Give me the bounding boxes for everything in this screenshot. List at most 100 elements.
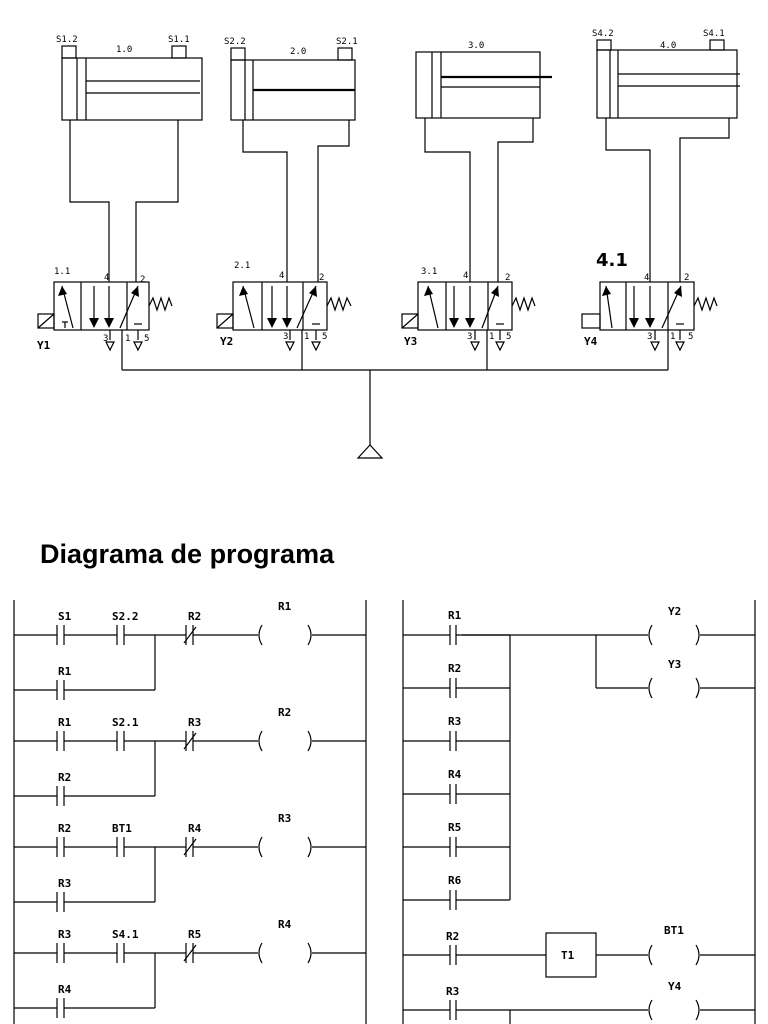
cylinder-2-right-sensor: S2.1 (336, 37, 358, 47)
ladder-right-contact: R4 (403, 768, 510, 804)
cylinder-1-label: 1.0 (116, 45, 132, 55)
valve-4-port-exhaust: 3 (647, 332, 652, 342)
valve-4-port-pressure: 1 (670, 332, 675, 342)
contact-label: R2 (448, 662, 461, 675)
valve-4-port-exhaust2: 5 (688, 332, 693, 342)
hold-contact-label: R3 (58, 877, 71, 890)
ladder-right-contact: R2 (403, 662, 510, 698)
coil-y2-left (648, 624, 653, 646)
contact-2-label: S2.2 (112, 610, 139, 623)
valve-1-label: 1.1 (54, 267, 70, 277)
cylinder-1-right-sensor: S1.1 (168, 35, 190, 45)
timer-coil-label: BT1 (664, 924, 684, 937)
contact-1-label: R3 (58, 928, 71, 941)
contact-label: R5 (448, 821, 461, 834)
cylinder-1: S1.2 S1.1 1.0 (56, 35, 203, 121)
valve-3-port-a: 4 (463, 271, 468, 281)
coil-y3-left (648, 677, 653, 699)
valve-2-solenoid: Y2 (220, 335, 233, 348)
tubing (69, 118, 730, 282)
valve-3-port-exhaust2: 5 (506, 332, 511, 342)
contact-label: R1 (448, 609, 462, 622)
valve-3: 3.1 4 2 3 1 5 Y3 (401, 267, 536, 370)
cylinder-1-left-sensor: S1.2 (56, 35, 78, 45)
ladder-right-contact: R3 (403, 715, 510, 751)
valve-4-label: 4.1 (596, 250, 628, 271)
ladder-right-contact: R5 (403, 821, 510, 857)
valve-4-port-a: 4 (644, 273, 649, 283)
contact-label: R6 (448, 874, 462, 887)
cylinder-2: S2.2 S2.1 2.0 (224, 37, 358, 121)
valve-1-port-exhaust2: 5 (144, 334, 149, 344)
contact-label: R3 (448, 715, 461, 728)
cylinder-2-left-sensor: S2.2 (224, 37, 246, 47)
valve-2-port-pressure: 1 (304, 332, 309, 342)
cylinder-4: S4.2 S4.1 4.0 (592, 29, 740, 119)
coil-label-y3: Y3 (668, 658, 681, 671)
valve-3-label: 3.1 (421, 267, 437, 277)
contact-2-label: S4.1 (112, 928, 139, 941)
supply-line (122, 369, 668, 459)
contact-2-label: BT1 (112, 822, 132, 835)
coil-y3-right (695, 677, 700, 699)
coil-label: R4 (278, 918, 292, 931)
contact-3-label: R5 (188, 928, 201, 941)
contact-1-label: S1 (58, 610, 72, 623)
valve-4-port-b: 2 (684, 273, 689, 283)
coil-label: R1 (278, 600, 292, 613)
valve-1-port-a: 4 (104, 273, 109, 283)
ladder-right-contact: R6 (403, 874, 510, 910)
contact-2-label: S2.1 (112, 716, 139, 729)
valve-3-solenoid: Y3 (404, 335, 417, 348)
valve-2-port-exhaust2: 5 (322, 332, 327, 342)
valve-2: 2.1 4 2 3 1 5 Y2 (216, 261, 352, 370)
coil-label-y2: Y2 (668, 605, 681, 618)
valve-2-port-b: 2 (319, 273, 324, 283)
valve-1-port-exhaust: 3 (103, 334, 108, 344)
cylinder-4-label: 4.0 (660, 41, 676, 51)
contact-3-label: R4 (188, 822, 202, 835)
last-contact-label: R3 (446, 985, 459, 998)
valve-1-port-pressure: 1 (125, 334, 130, 344)
timer-contact-label: R2 (446, 930, 459, 943)
valve-4-solenoid: Y4 (584, 335, 598, 348)
contact-3-label: R3 (188, 716, 201, 729)
hold-contact-label: R1 (58, 665, 72, 678)
valve-3-port-exhaust: 3 (467, 332, 472, 342)
contact-label: R4 (448, 768, 462, 781)
hold-contact-label: R2 (58, 771, 71, 784)
contact-1-label: R2 (58, 822, 71, 835)
page-title: Diagrama de programa (40, 539, 335, 569)
valve-2-label: 2.1 (234, 261, 250, 271)
valve-1: 1.1 4 2 3 1 5 Y1 (37, 267, 173, 370)
hold-contact-label: R4 (58, 983, 72, 996)
timer-label: T1 (561, 949, 575, 962)
valve-2-port-a: 4 (279, 271, 284, 281)
cylinder-4-left-sensor: S4.2 (592, 29, 614, 39)
valve-1-port-b: 2 (140, 275, 145, 285)
valve-3-port-pressure: 1 (489, 332, 494, 342)
cylinder-2-label: 2.0 (290, 47, 306, 57)
pressure-source-icon (356, 444, 384, 459)
valve-3-port-b: 2 (505, 273, 510, 283)
last-coil-label: Y4 (668, 980, 682, 993)
contact-1-label: R1 (58, 716, 72, 729)
ladder-right-contact: R1 (403, 609, 510, 645)
coil-y2-right (695, 624, 700, 646)
cylinder-3-label: 3.0 (468, 41, 484, 51)
valve-2-port-exhaust: 3 (283, 332, 288, 342)
valve-1-solenoid: Y1 (37, 339, 51, 352)
cylinder-3: 3.0 (415, 41, 552, 119)
coil-label: R3 (278, 812, 291, 825)
valve-4: 4.1 4 2 3 1 5 Y4 (581, 250, 718, 370)
cylinder-4-right-sensor: S4.1 (703, 29, 725, 39)
